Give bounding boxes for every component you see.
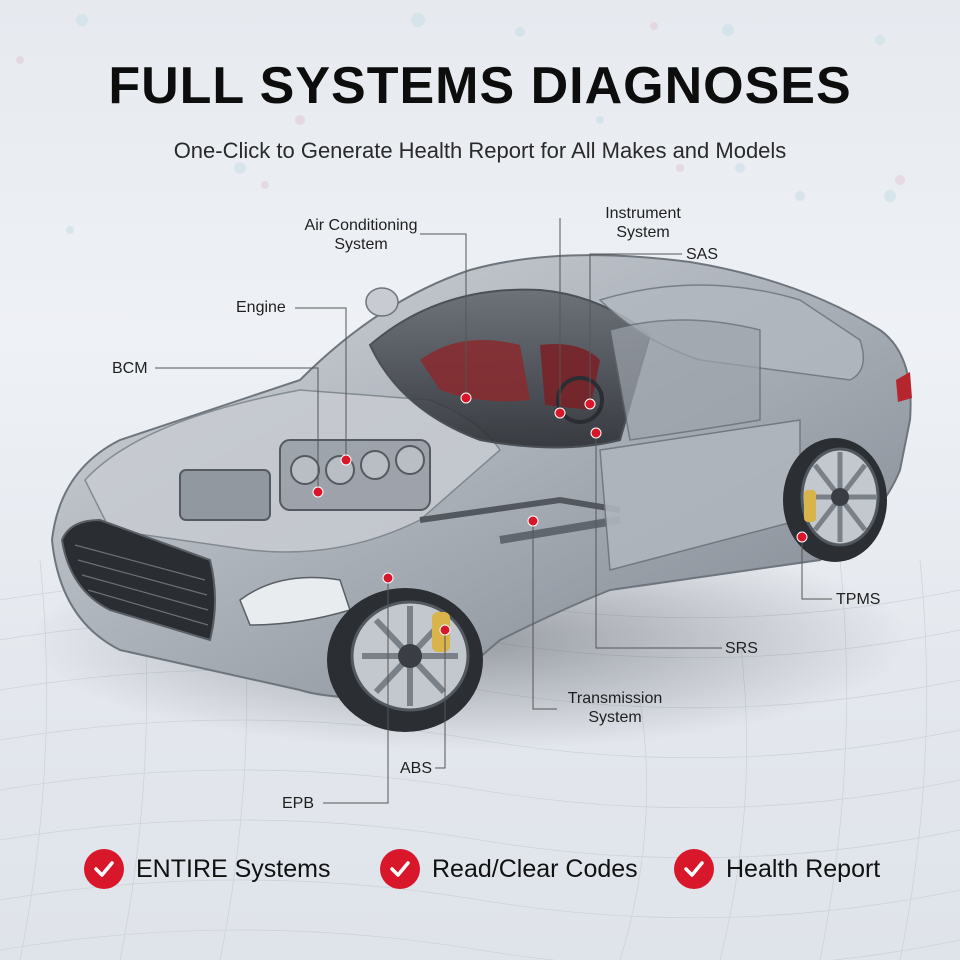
- callout-transmission: Transmission System: [567, 690, 663, 726]
- check-circle-icon: [84, 849, 124, 889]
- callout-bcm: BCM: [112, 360, 148, 377]
- callout-srs: SRS: [725, 640, 758, 657]
- check-circle-icon: [380, 849, 420, 889]
- page-subtitle: One-Click to Generate Health Report for …: [173, 138, 787, 163]
- callout-instrument: Instrument System: [605, 205, 681, 241]
- page-title: FULL SYSTEMS DIAGNOSES: [108, 57, 852, 115]
- check-circle-icon: [674, 849, 714, 889]
- feature-health-report: Health Report: [674, 846, 880, 892]
- callout-engine: Engine: [236, 299, 286, 316]
- feature-read-clear-codes: Read/Clear Codes: [380, 846, 638, 892]
- feature-entire-systems: ENTIRE Systems: [84, 846, 330, 892]
- feature-label: Health Report: [726, 854, 881, 883]
- feature-label: ENTIRE Systems: [136, 854, 331, 883]
- callout-air-conditioning: Air Conditioning System: [304, 217, 418, 253]
- callout-abs: ABS: [400, 760, 433, 777]
- callout-tpms: TPMS: [836, 591, 881, 608]
- feature-label: Read/Clear Codes: [432, 854, 638, 883]
- callout-epb: EPB: [282, 795, 315, 812]
- callout-sas: SAS: [686, 246, 719, 263]
- feature-list: ENTIRE Systems Read/Clear Codes Health R…: [0, 846, 960, 896]
